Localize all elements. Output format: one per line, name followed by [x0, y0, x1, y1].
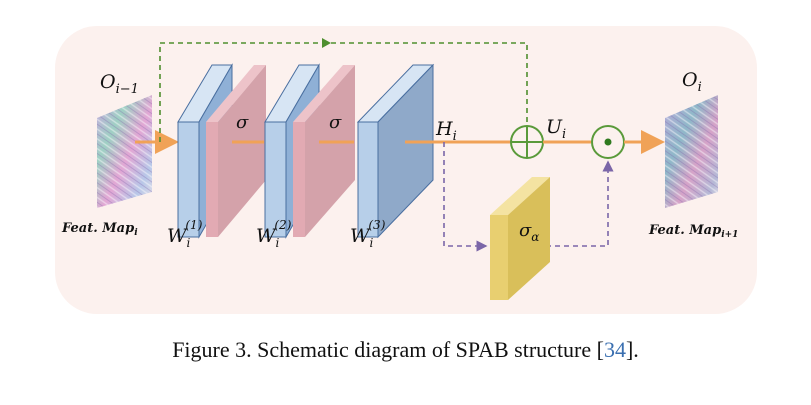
spab-diagram: Oi−1 Feat. Mapi σ σ Wi(1) Wi(2) Wi(3) H: [55, 26, 757, 314]
skip-arrow-head: [322, 38, 331, 48]
output-feat-label: Feat. Mapi+1: [648, 223, 738, 240]
caption-end: ].: [625, 337, 639, 362]
gate-path-out: [528, 160, 614, 247]
output-label: Oi: [682, 69, 702, 95]
figure-caption: Figure 3. Schematic diagram of SPAB stru…: [0, 337, 811, 363]
activation-label-1: σ: [236, 112, 249, 133]
conv-block-3: [356, 63, 435, 239]
u-label: Ui: [546, 116, 566, 142]
output-feature-map: [665, 95, 718, 208]
gate-path-in: [443, 142, 488, 252]
input-feat-label: Feat. Mapi: [61, 221, 138, 238]
skip-connection: [159, 42, 528, 142]
conv-label-3: Wi(3): [350, 218, 386, 250]
citation-link[interactable]: 34: [603, 337, 626, 362]
conv-label-2: Wi(2): [256, 218, 292, 250]
add-operator: [510, 125, 544, 159]
attention-label: σα: [519, 220, 539, 244]
activation-block-2: [293, 65, 355, 237]
multiply-operator: [591, 125, 625, 159]
input-feature-map: [97, 95, 152, 208]
attention-block: [490, 177, 550, 300]
input-label: Oi−1: [100, 71, 139, 97]
caption-text: Figure 3. Schematic diagram of SPAB stru…: [172, 337, 604, 362]
activation-label-2: σ: [329, 112, 342, 133]
h-label: Hi: [435, 118, 457, 144]
conv-label-1: Wi(1): [167, 218, 203, 250]
activation-block-1: [206, 65, 266, 237]
